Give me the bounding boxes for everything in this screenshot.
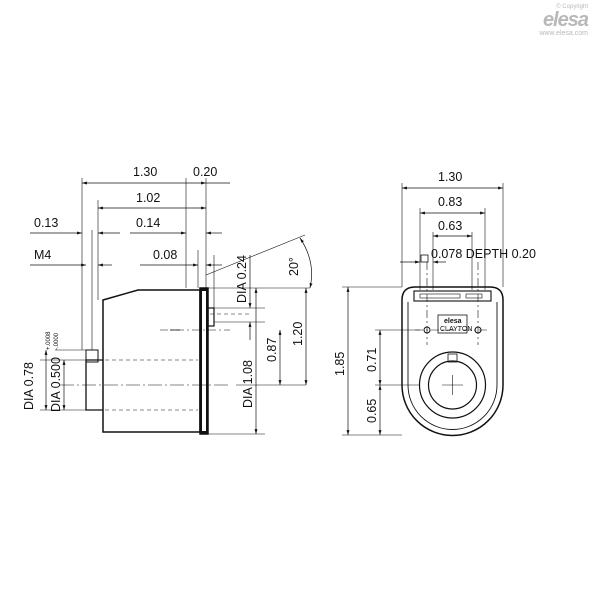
front-top-strip: [413, 290, 492, 302]
dim-overall-length: 1.30: [133, 165, 157, 179]
tolerance-plus: +.0008: [46, 331, 52, 350]
dim-083: 0.83: [438, 195, 462, 209]
dim-dia-108: DIA 1.08: [241, 360, 255, 408]
dim-hole-spec: 0.078 DEPTH 0.20: [431, 247, 536, 261]
dim-dia-078: DIA 0.78: [22, 362, 36, 410]
brand-logo: elesa: [542, 9, 589, 31]
dim-087: 0.87: [265, 338, 279, 362]
side-view-labels: 1.30 0.20 1.02 0.13 0.14 M4 0.08 20° DIA…: [22, 165, 305, 412]
tolerance-minus: -.0000: [54, 332, 60, 350]
plate-text: CLAYTON: [440, 326, 472, 333]
side-body-outline: [102, 289, 201, 433]
dim-dia-024: DIA 0.24: [235, 255, 249, 303]
dim-063: 0.63: [438, 219, 462, 233]
dim-071: 0.71: [365, 348, 379, 372]
dim-dia-0500: DIA 0.500: [49, 357, 63, 412]
dim-flange: 0.20: [193, 165, 217, 179]
dim-thread: M4: [34, 248, 51, 262]
front-bore-inner: [427, 360, 478, 410]
dim-008: 0.08: [153, 248, 177, 262]
brand-watermark: © Copyright elesa www.elesa.com: [539, 4, 589, 37]
plate-brand: elesa: [444, 318, 462, 325]
dim-body-length: 1.02: [136, 191, 160, 205]
front-label-plate: [437, 314, 468, 334]
dim-height: 1.85: [333, 352, 347, 376]
front-view: [342, 183, 504, 437]
dim-013: 0.13: [34, 216, 58, 230]
side-view: [30, 178, 313, 435]
dim-014: 0.14: [136, 216, 160, 230]
dim-120: 1.20: [291, 322, 305, 346]
copyright-text: © Copyright: [556, 4, 588, 10]
front-view-labels: 1.30 0.83 0.63 0.078 DEPTH 0.20 1.85 0.7…: [333, 170, 536, 423]
dim-065: 0.65: [365, 399, 379, 423]
side-pin: [207, 307, 215, 327]
dim-width: 1.30: [438, 170, 462, 184]
brand-url: www.elesa.com: [539, 30, 588, 37]
dim-angle: 20°: [287, 257, 301, 276]
